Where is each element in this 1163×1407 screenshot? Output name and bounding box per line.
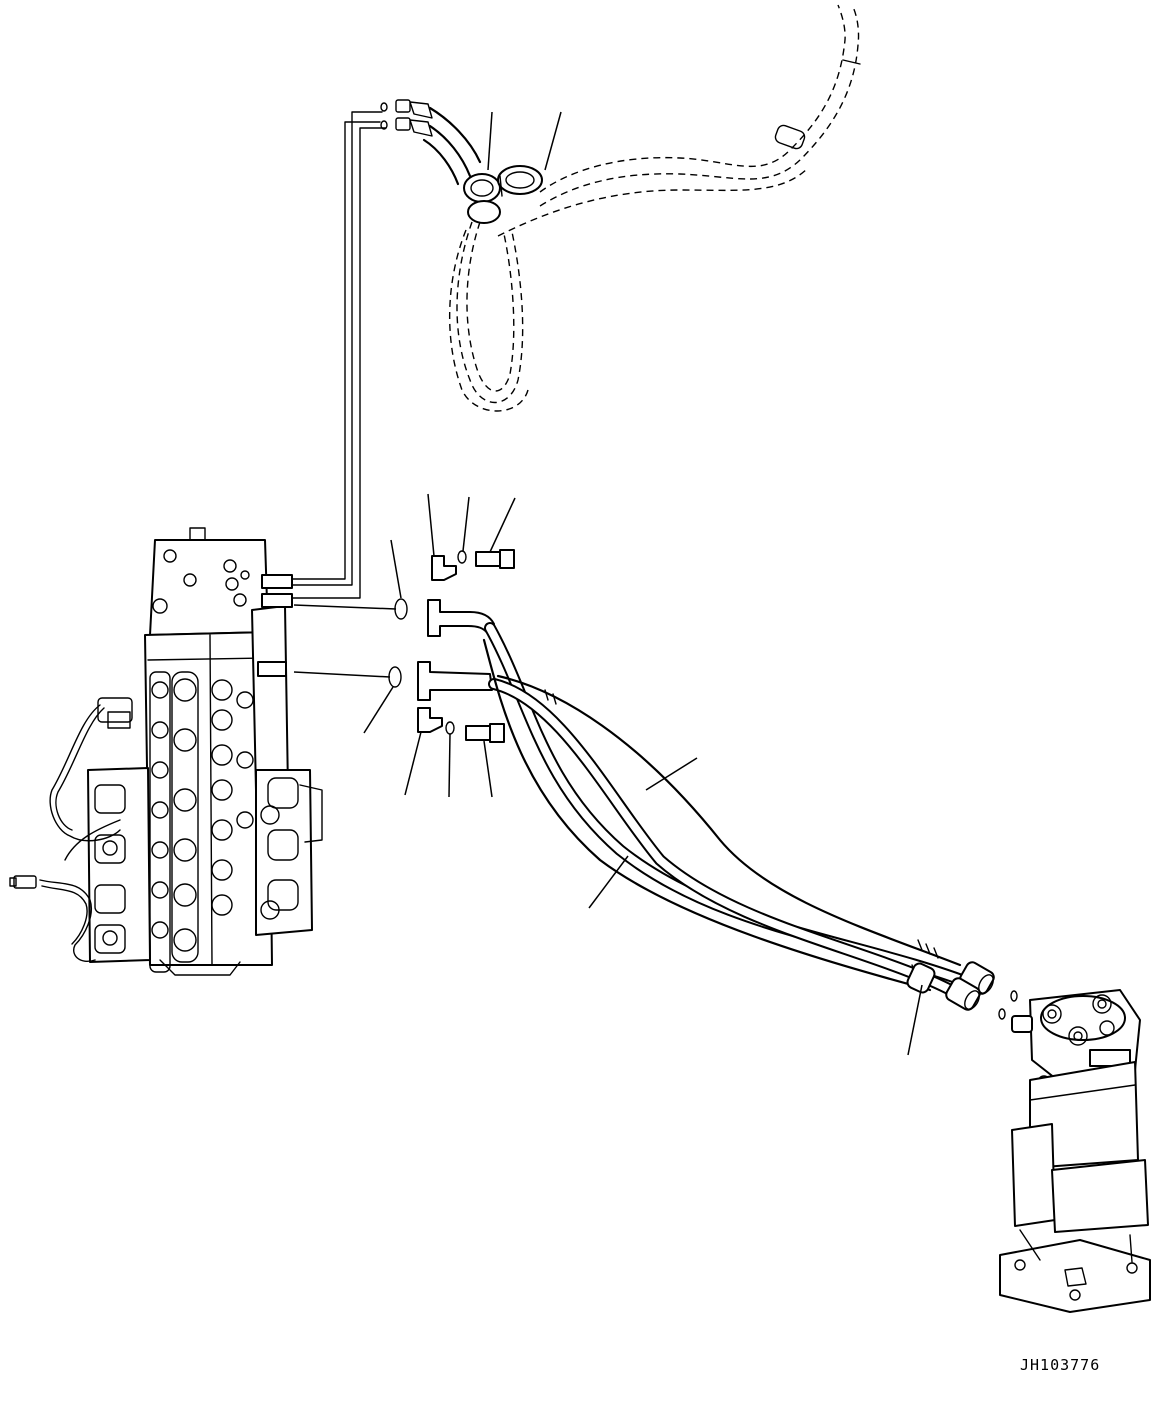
fitting-parts — [388, 549, 515, 743]
pilot-tubes — [291, 102, 388, 599]
upper-hose-assembly — [395, 4, 861, 412]
o-ring-upper — [394, 598, 408, 620]
spool-column-center — [171, 671, 199, 963]
wiring-harness — [9, 704, 121, 962]
spool-column-right — [211, 679, 280, 920]
hose-clamp — [463, 165, 543, 224]
main-hoses — [417, 599, 1018, 1020]
o-ring-lower — [388, 666, 402, 688]
spool-column-left — [149, 671, 171, 973]
leader-lines — [293, 111, 923, 1056]
hose-end-nuts — [945, 961, 995, 1011]
drawing-code: JH103776 — [1020, 1356, 1101, 1374]
control-valve-assembly — [9, 527, 323, 976]
swivel-joint — [999, 989, 1151, 1313]
hose-protector-band — [906, 962, 936, 994]
